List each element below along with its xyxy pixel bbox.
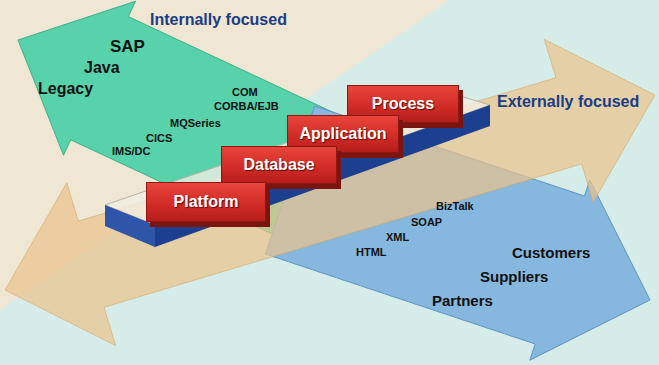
technology-name: CICS — [146, 132, 172, 145]
layer-name: Database — [243, 156, 314, 174]
heading-label: Internally focused — [150, 11, 287, 29]
party-name: Suppliers — [480, 268, 548, 285]
bar-front — [155, 105, 490, 247]
system-name: SAP — [110, 37, 145, 57]
party-name: Partners — [432, 292, 493, 309]
heading-label: Externally focused — [497, 93, 639, 111]
technology-name: CORBA/EJB — [214, 100, 279, 113]
technology-name: HTML — [356, 246, 387, 259]
bar-top — [105, 90, 490, 225]
layer-name: Platform — [174, 193, 239, 211]
party-name: Customers — [512, 244, 590, 261]
layer-name: Application — [299, 125, 386, 143]
technology-name: IMS/DC — [112, 145, 151, 158]
exchange-arrow — [5, 39, 655, 345]
layer-name: Process — [372, 95, 434, 113]
technology-name: MQSeries — [170, 117, 221, 130]
technology-name: SOAP — [411, 216, 442, 229]
technology-name: COM — [232, 86, 258, 99]
technology-name: BizTalk — [436, 200, 474, 213]
system-name: Java — [84, 59, 120, 77]
layer-box: Database — [221, 146, 337, 184]
layer-box: Platform — [146, 182, 266, 222]
technology-name: XML — [386, 231, 409, 244]
system-name: Legacy — [38, 80, 93, 98]
